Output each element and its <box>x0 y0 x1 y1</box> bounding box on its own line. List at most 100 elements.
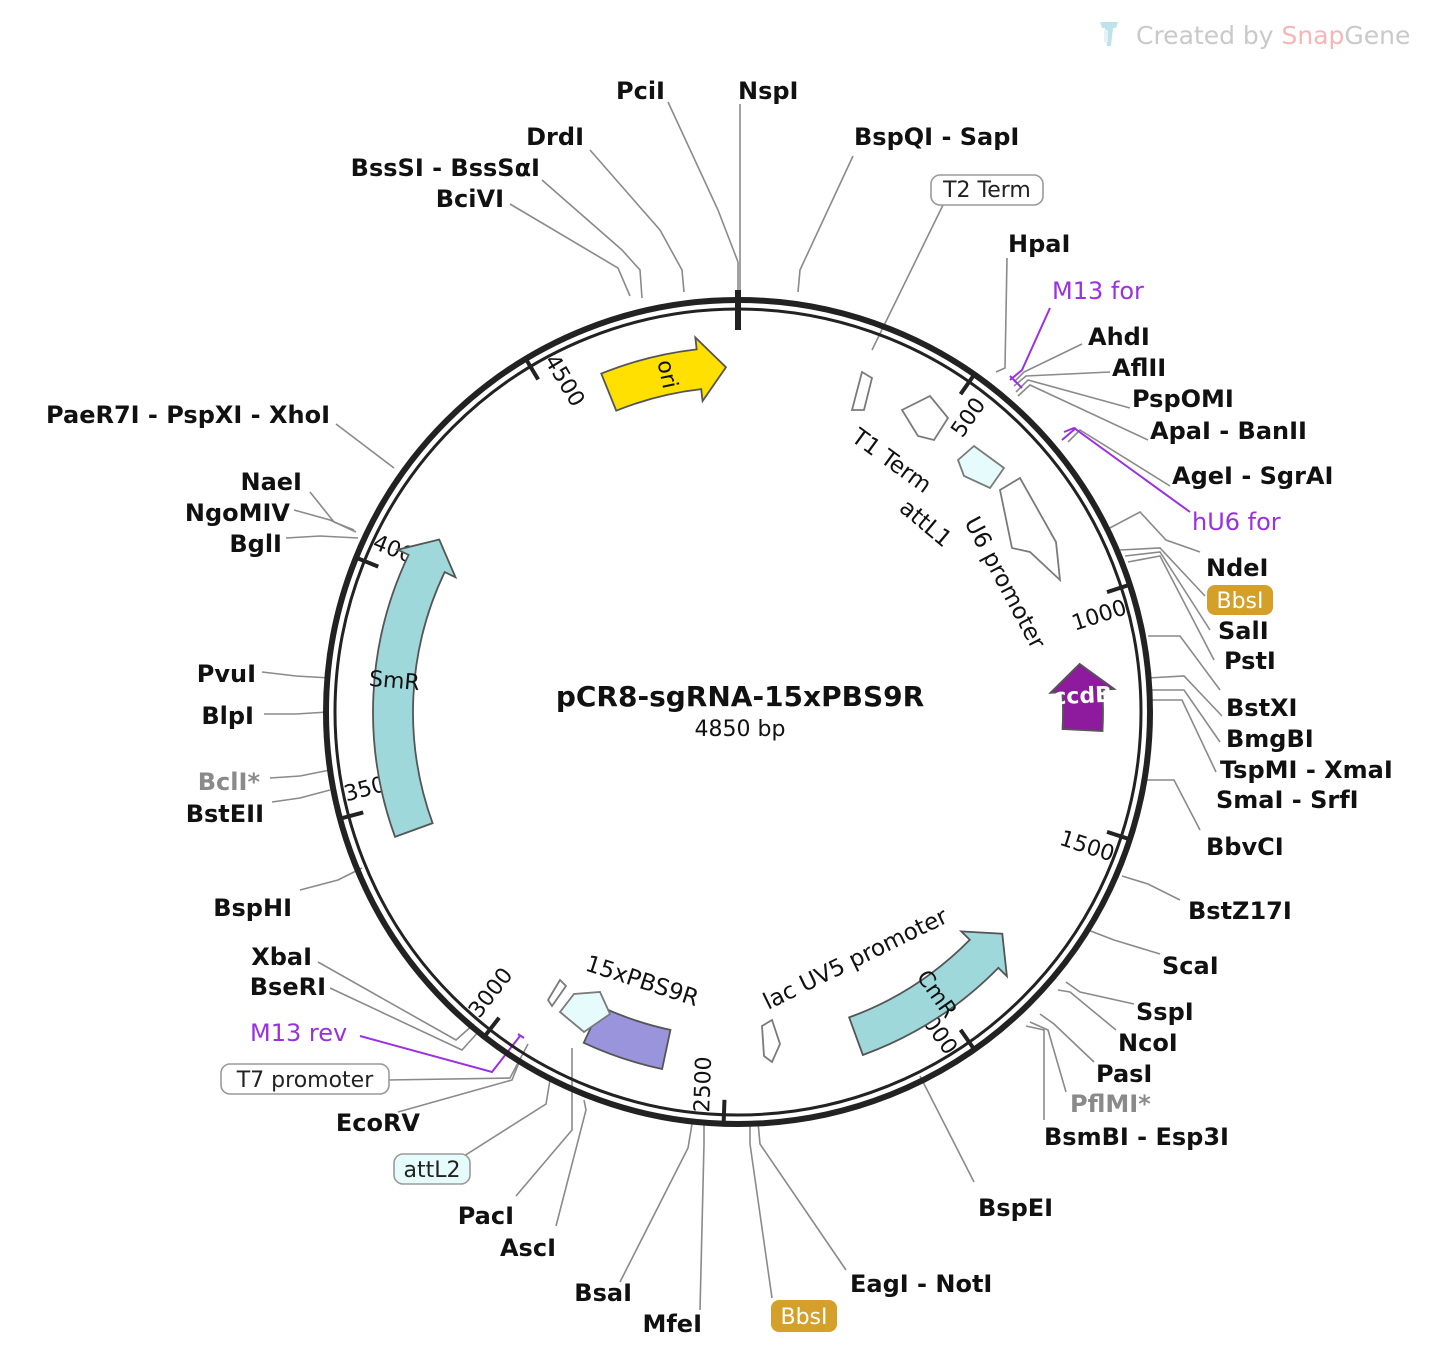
enzyme-labels-left: PciI NspI BspQI - SapI DrdI BssSI - BssS… <box>46 77 1019 1338</box>
svg-text:T2 Term: T2 Term <box>942 178 1031 203</box>
tick-mark <box>1106 829 1131 842</box>
plasmid-size: 4850 bp <box>695 717 786 742</box>
enzyme-label: BmgBI <box>1226 725 1314 753</box>
small-features <box>546 370 1062 1064</box>
tick-mark <box>958 1028 976 1051</box>
t2-term-arrow <box>850 370 874 411</box>
enzyme-label: AhdI <box>1088 323 1150 351</box>
enzyme-label: ScaI <box>1162 952 1219 980</box>
enzyme-label: MfeI <box>642 1310 702 1338</box>
enzyme-label: PstI <box>1224 647 1276 675</box>
enzyme-label: SalI <box>1218 617 1269 645</box>
enzyme-label: EcoRV <box>336 1109 421 1137</box>
enzyme-label: NcoI <box>1118 1029 1178 1057</box>
enzyme-label: XbaI <box>251 943 312 971</box>
enzyme-label: EagI - NotI <box>850 1270 992 1298</box>
credit-gene: Gene <box>1344 21 1410 50</box>
svg-text:BbsI: BbsI <box>1216 589 1263 614</box>
tick-mark <box>355 555 380 569</box>
enzyme-label: BstXI <box>1226 694 1297 722</box>
enzyme-label: BseRI <box>250 973 326 1001</box>
boxed-label-attL2: attL2 <box>393 1153 471 1185</box>
primer-m13-for: M13 for <box>1052 277 1144 305</box>
credit-prefix: Created by <box>1136 21 1282 50</box>
enzyme-label: BspQI - SapI <box>854 123 1019 151</box>
feature-label-attL1: attL1 <box>894 495 956 553</box>
tick-mark <box>1106 582 1131 595</box>
enzyme-label: BsaI <box>574 1279 632 1307</box>
tick-mark <box>482 1016 501 1038</box>
enzyme-label: NgoMIV <box>185 499 291 527</box>
credit-snap: Snap <box>1282 21 1345 50</box>
lac-uv5-arrow <box>761 1018 781 1064</box>
tick-label: 3000 <box>464 963 518 1023</box>
primer-m13-rev: M13 rev <box>250 1019 347 1047</box>
enzyme-label: AgeI - SgrAI <box>1172 462 1333 490</box>
badge-bbsi-right: BbsI <box>1207 585 1273 615</box>
enzyme-label: PciI <box>616 77 665 105</box>
enzyme-label: PacI <box>458 1202 514 1230</box>
svg-text:BbsI: BbsI <box>780 1305 827 1330</box>
enzyme-label: BstEII <box>186 800 264 828</box>
enzyme-label: BspEI <box>978 1194 1053 1222</box>
feature-SmR: SmR <box>368 538 458 838</box>
badge-bbsi-bottom: BbsI <box>771 1300 837 1332</box>
enzyme-label: BciVI <box>436 185 504 213</box>
feature-label-SmR: SmR <box>368 667 421 696</box>
tick-label: 2500 <box>690 1056 717 1113</box>
feature-CmR: CmR <box>848 930 1009 1057</box>
tick-label: 4500 <box>539 350 589 411</box>
enzyme-label: SspI <box>1136 998 1194 1026</box>
enzyme-label: BstZ17I <box>1188 897 1292 925</box>
primer-hu6-for: hU6 for <box>1192 508 1281 536</box>
attL2-arrow <box>558 991 612 1034</box>
enzyme-label: NdeI <box>1206 554 1268 582</box>
tick-label: 1000 <box>1069 595 1130 636</box>
enzyme-label: BclI* <box>198 768 261 796</box>
feature-label-ccdB: ccdB <box>1053 683 1113 711</box>
backbone-ring <box>323 290 1153 1127</box>
enzyme-label: PaeR7I - PspXI - XhoI <box>46 401 330 429</box>
plasmid-name: pCR8-sgRNA-15xPBS9R <box>556 680 924 713</box>
tick-mark <box>524 357 540 381</box>
enzyme-label: NaeI <box>241 468 303 496</box>
tick-mark <box>721 1099 727 1124</box>
tick-label: 500 <box>947 393 992 442</box>
feature-ccdB: ccdB <box>1048 662 1117 733</box>
boxed-label-t7-promoter: T7 promoter <box>220 1063 390 1095</box>
enzyme-label: BspHI <box>213 894 292 922</box>
t1-term-arrow <box>900 394 950 442</box>
enzyme-label: PvuI <box>197 660 256 688</box>
attL1-arrow <box>956 444 1006 490</box>
enzyme-label: SmaI - SrfI <box>1216 786 1359 814</box>
svg-text:T7 promoter: T7 promoter <box>236 1068 374 1093</box>
tick-mark <box>958 373 976 396</box>
enzyme-label: AscI <box>500 1234 556 1262</box>
t7-promoter-arrow <box>546 978 568 1008</box>
enzyme-label: DrdI <box>526 123 584 151</box>
enzyme-label: BlpI <box>201 702 254 730</box>
enzyme-label: BbvCI <box>1206 833 1284 861</box>
enzyme-label: NspI <box>738 77 798 105</box>
enzyme-label: PflMI* <box>1070 1090 1151 1118</box>
primer-leaders <box>359 307 1191 1074</box>
enzyme-label: BssSI - BssSαI <box>351 154 540 182</box>
feature-ori: ori <box>600 335 728 412</box>
boxed-label-t2-term: T2 Term <box>930 174 1044 206</box>
svg-text:attL2: attL2 <box>404 1158 461 1183</box>
svg-text:Created by SnapGene: Created by SnapGene <box>1136 21 1410 50</box>
u6-promoter-arrow <box>998 476 1062 583</box>
snapgene-credit: Created by SnapGene <box>1100 21 1410 50</box>
enzyme-labels-right: HpaI AhdI AflII PspOMI ApaI - BanII AgeI… <box>850 230 1393 1298</box>
enzyme-label: BsmBI - Esp3I <box>1044 1123 1229 1151</box>
enzyme-label: BglI <box>229 530 282 558</box>
enzyme-label: PspOMI <box>1132 385 1234 413</box>
enzyme-label: ApaI - BanII <box>1150 417 1307 445</box>
tick-mark <box>339 810 364 821</box>
enzyme-label: PasI <box>1096 1060 1152 1088</box>
snapgene-logo-icon <box>1100 22 1118 46</box>
enzyme-label: TspMI - XmaI <box>1220 756 1393 784</box>
enzyme-label: HpaI <box>1008 230 1070 258</box>
